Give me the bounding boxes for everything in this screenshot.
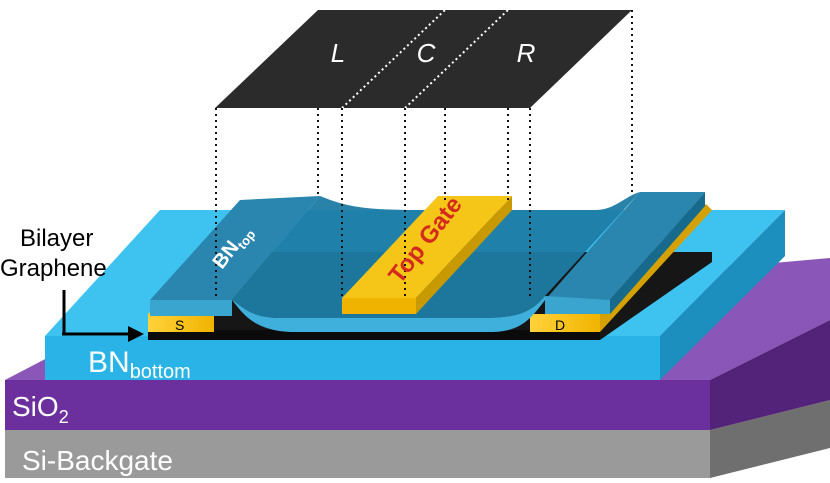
si-backgate-side xyxy=(710,400,830,478)
region-label-right: R xyxy=(517,38,536,68)
sio2-label: SiO2 xyxy=(12,391,69,427)
drain-label: D xyxy=(555,317,565,333)
sio2-front xyxy=(5,380,710,430)
si-backgate-front xyxy=(5,430,710,478)
top-gate-front xyxy=(342,298,416,314)
plate-divider-2 xyxy=(404,9,509,109)
si-backgate-label: Si-Backgate xyxy=(22,445,173,476)
bn-top-center-front xyxy=(232,296,545,332)
drain-contact-top xyxy=(600,204,712,332)
bn-top-left-strip-front xyxy=(150,300,232,316)
graphene-label-line2: Graphene xyxy=(0,255,107,282)
bn-bottom-label: BNbottom xyxy=(88,346,191,383)
bn-bottom-label-main: BN xyxy=(88,346,130,379)
bn-top-right-strip-side xyxy=(610,192,705,314)
graphene-edge xyxy=(148,330,600,340)
bn-bottom-front xyxy=(45,336,660,380)
plate-divider-1 xyxy=(341,9,446,109)
sio2-side xyxy=(710,320,830,430)
sio2-label-sub: 2 xyxy=(59,407,69,427)
region-label-center: C xyxy=(417,38,436,68)
top-gate-side xyxy=(416,196,512,314)
drain-contact xyxy=(530,314,600,332)
projection-lines xyxy=(215,10,633,300)
sio2-label-main: SiO xyxy=(12,391,59,422)
graphene-arrow xyxy=(62,290,144,342)
bn-bottom-side xyxy=(660,210,785,380)
region-label-left: L xyxy=(331,38,345,68)
top-gate-top xyxy=(342,196,512,298)
bn-top-left-strip xyxy=(150,196,320,300)
bn-bottom-label-sub: bottom xyxy=(130,361,191,383)
source-label: S xyxy=(175,317,184,333)
bn-top-right-strip-front xyxy=(545,296,610,314)
source-contact xyxy=(148,314,214,332)
bn-top-right-strip xyxy=(545,192,705,300)
lcr-plate xyxy=(215,10,632,108)
graphene-label-line1: Bilayer xyxy=(20,225,93,252)
